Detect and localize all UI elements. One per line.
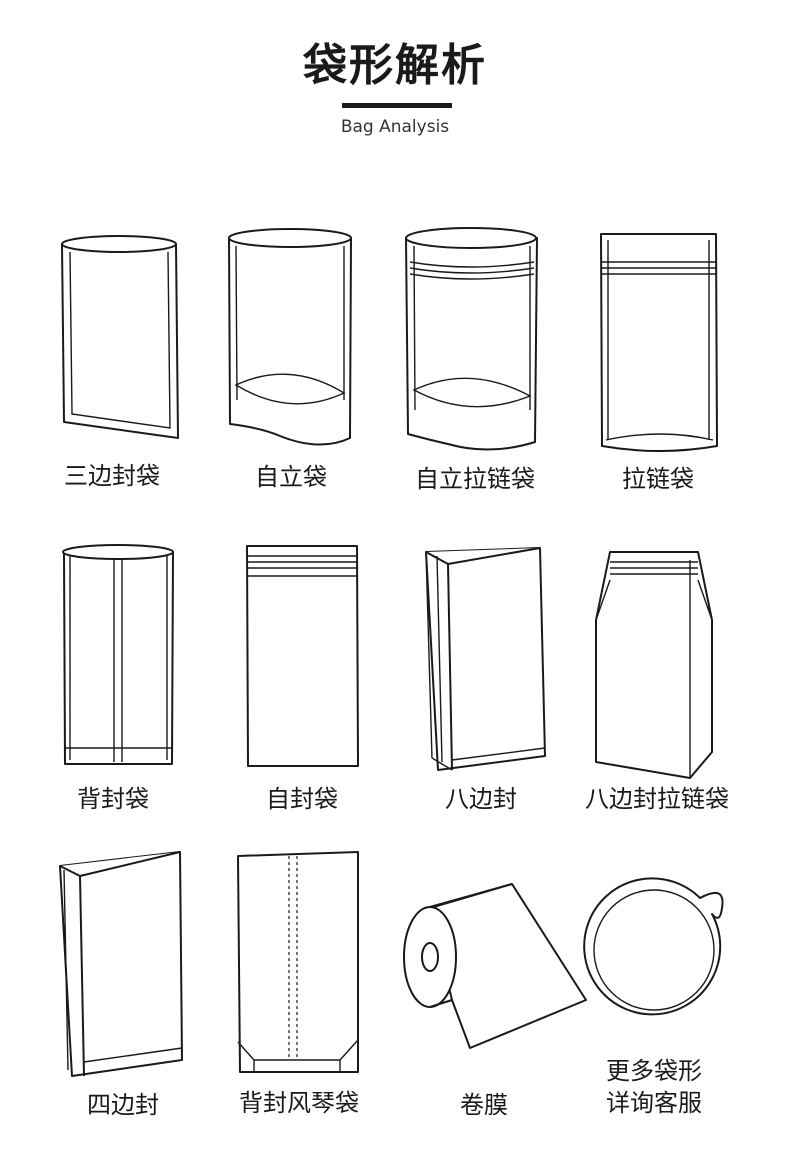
label-more-bag-shapes: 更多袋形 [606, 1057, 702, 1085]
three-side-seal-bag-icon [61, 235, 179, 439]
label-ask-customer-service: 详询客服 [606, 1089, 702, 1117]
label-three-side-seal-bag: 三边封袋 [64, 462, 160, 490]
label-zipper-bag: 拉链袋 [622, 465, 694, 493]
eight-side-seal-zipper-bag-icon [595, 551, 713, 779]
label-back-seal-gusset-bag: 背封风琴袋 [239, 1089, 359, 1117]
label-stand-up-zipper-pouch: 自立拉链袋 [415, 465, 535, 493]
label-self-seal-bag: 自封袋 [266, 785, 338, 813]
label-film-roll: 卷膜 [460, 1091, 508, 1119]
stand-up-pouch-icon [228, 228, 352, 446]
label-back-seal-bag: 背封袋 [77, 785, 149, 813]
page-title: 袋形解析 [303, 40, 487, 91]
film-roll-icon [403, 883, 587, 1049]
label-eight-side-seal-bag: 八边封 [445, 785, 517, 813]
title-underline [342, 103, 452, 108]
special-shape-bag-icon [583, 877, 724, 1016]
label-stand-up-pouch: 自立袋 [255, 463, 327, 491]
four-side-seal-bag-icon [59, 851, 183, 1077]
back-seal-bag-icon [62, 544, 174, 765]
page-subtitle: Bag Analysis [340, 117, 450, 137]
eight-side-seal-bag-icon [425, 547, 546, 771]
label-four-side-seal-bag: 四边封 [87, 1091, 159, 1119]
label-eight-side-seal-zipper-bag: 八边封拉链袋 [585, 785, 729, 813]
self-seal-bag-icon [246, 545, 359, 767]
zipper-bag-icon [600, 233, 718, 452]
stand-up-zipper-pouch-icon [405, 227, 538, 451]
back-seal-gusset-bag-icon [237, 851, 359, 1073]
